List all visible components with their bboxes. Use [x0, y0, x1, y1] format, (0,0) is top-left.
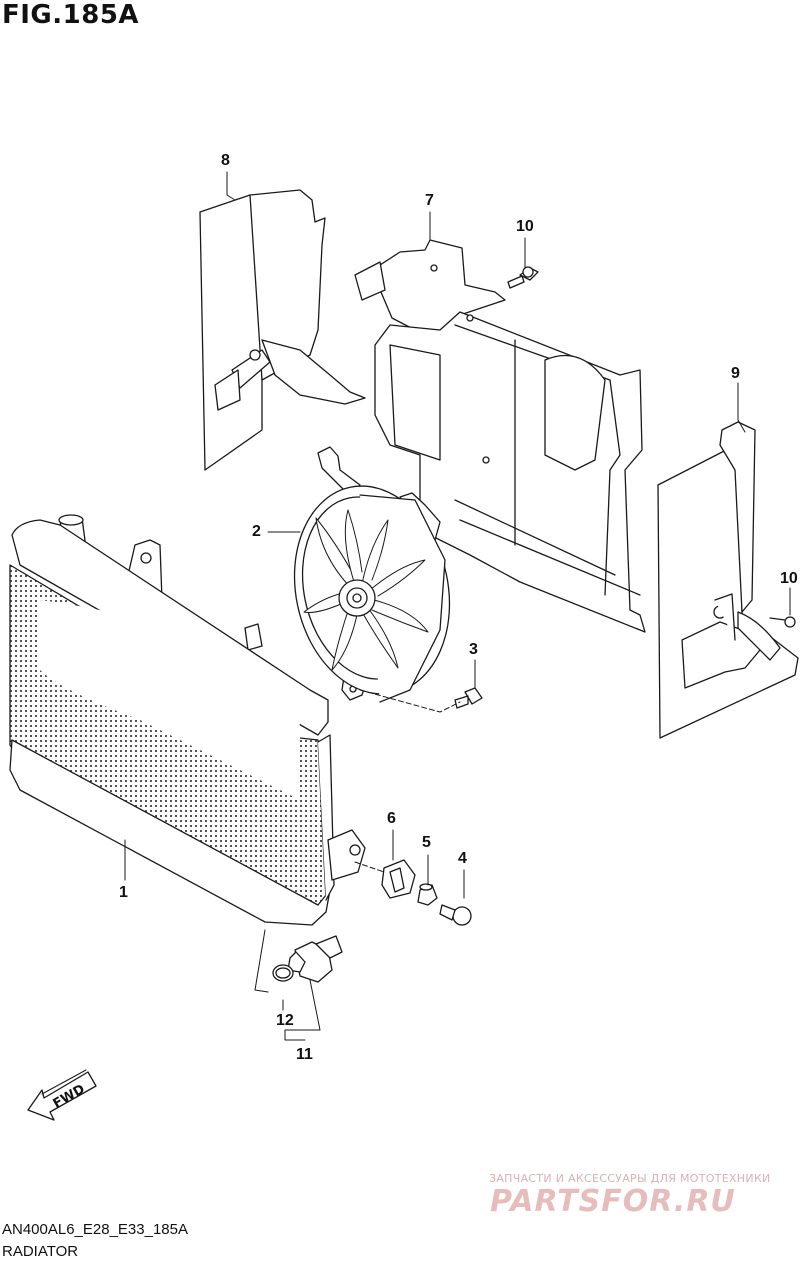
- o-ring-12: [272, 964, 294, 982]
- section-name: RADIATOR: [2, 1243, 79, 1260]
- bolt-10-upper: [507, 266, 539, 289]
- grommet-6: [381, 859, 416, 899]
- bolt-4: [439, 904, 472, 926]
- callout-10-upper: 10: [516, 218, 534, 235]
- left-air-guide: [199, 189, 366, 471]
- callout-2: 2: [252, 523, 261, 540]
- callout-11: 11: [296, 1046, 313, 1063]
- watermark-tagline: ЗАПЧАСТИ И АКСЕССУАРЫ ДЛЯ МОТОТЕХНИКИ: [489, 1172, 771, 1185]
- callout-10-right: 10: [780, 570, 798, 587]
- callout-1: 1: [119, 884, 128, 901]
- figure-title: FIG.185A: [2, 0, 140, 30]
- temperature-sensor-11: [287, 935, 343, 983]
- fan-shroud: [354, 239, 646, 633]
- bolt-10-right: [769, 616, 796, 628]
- collar-5: [417, 883, 438, 906]
- radiator: [9, 514, 366, 926]
- callout-8: 8: [221, 152, 230, 169]
- callout-9: 9: [731, 365, 740, 382]
- fwd-arrow: [27, 1069, 97, 1121]
- callout-7: 7: [425, 192, 434, 209]
- watermark-logo: PARTSFOR.RU: [490, 1184, 736, 1219]
- callout-12: 12: [276, 1012, 294, 1029]
- bolt-3: [454, 687, 483, 709]
- callout-5: 5: [422, 834, 431, 851]
- right-air-guide: [657, 421, 799, 739]
- cooling-fan: [293, 446, 451, 703]
- callout-6: 6: [387, 810, 396, 827]
- model-code: AN400AL6_E28_E33_185A: [2, 1221, 188, 1238]
- callout-4: 4: [458, 850, 467, 867]
- callout-3: 3: [469, 641, 478, 658]
